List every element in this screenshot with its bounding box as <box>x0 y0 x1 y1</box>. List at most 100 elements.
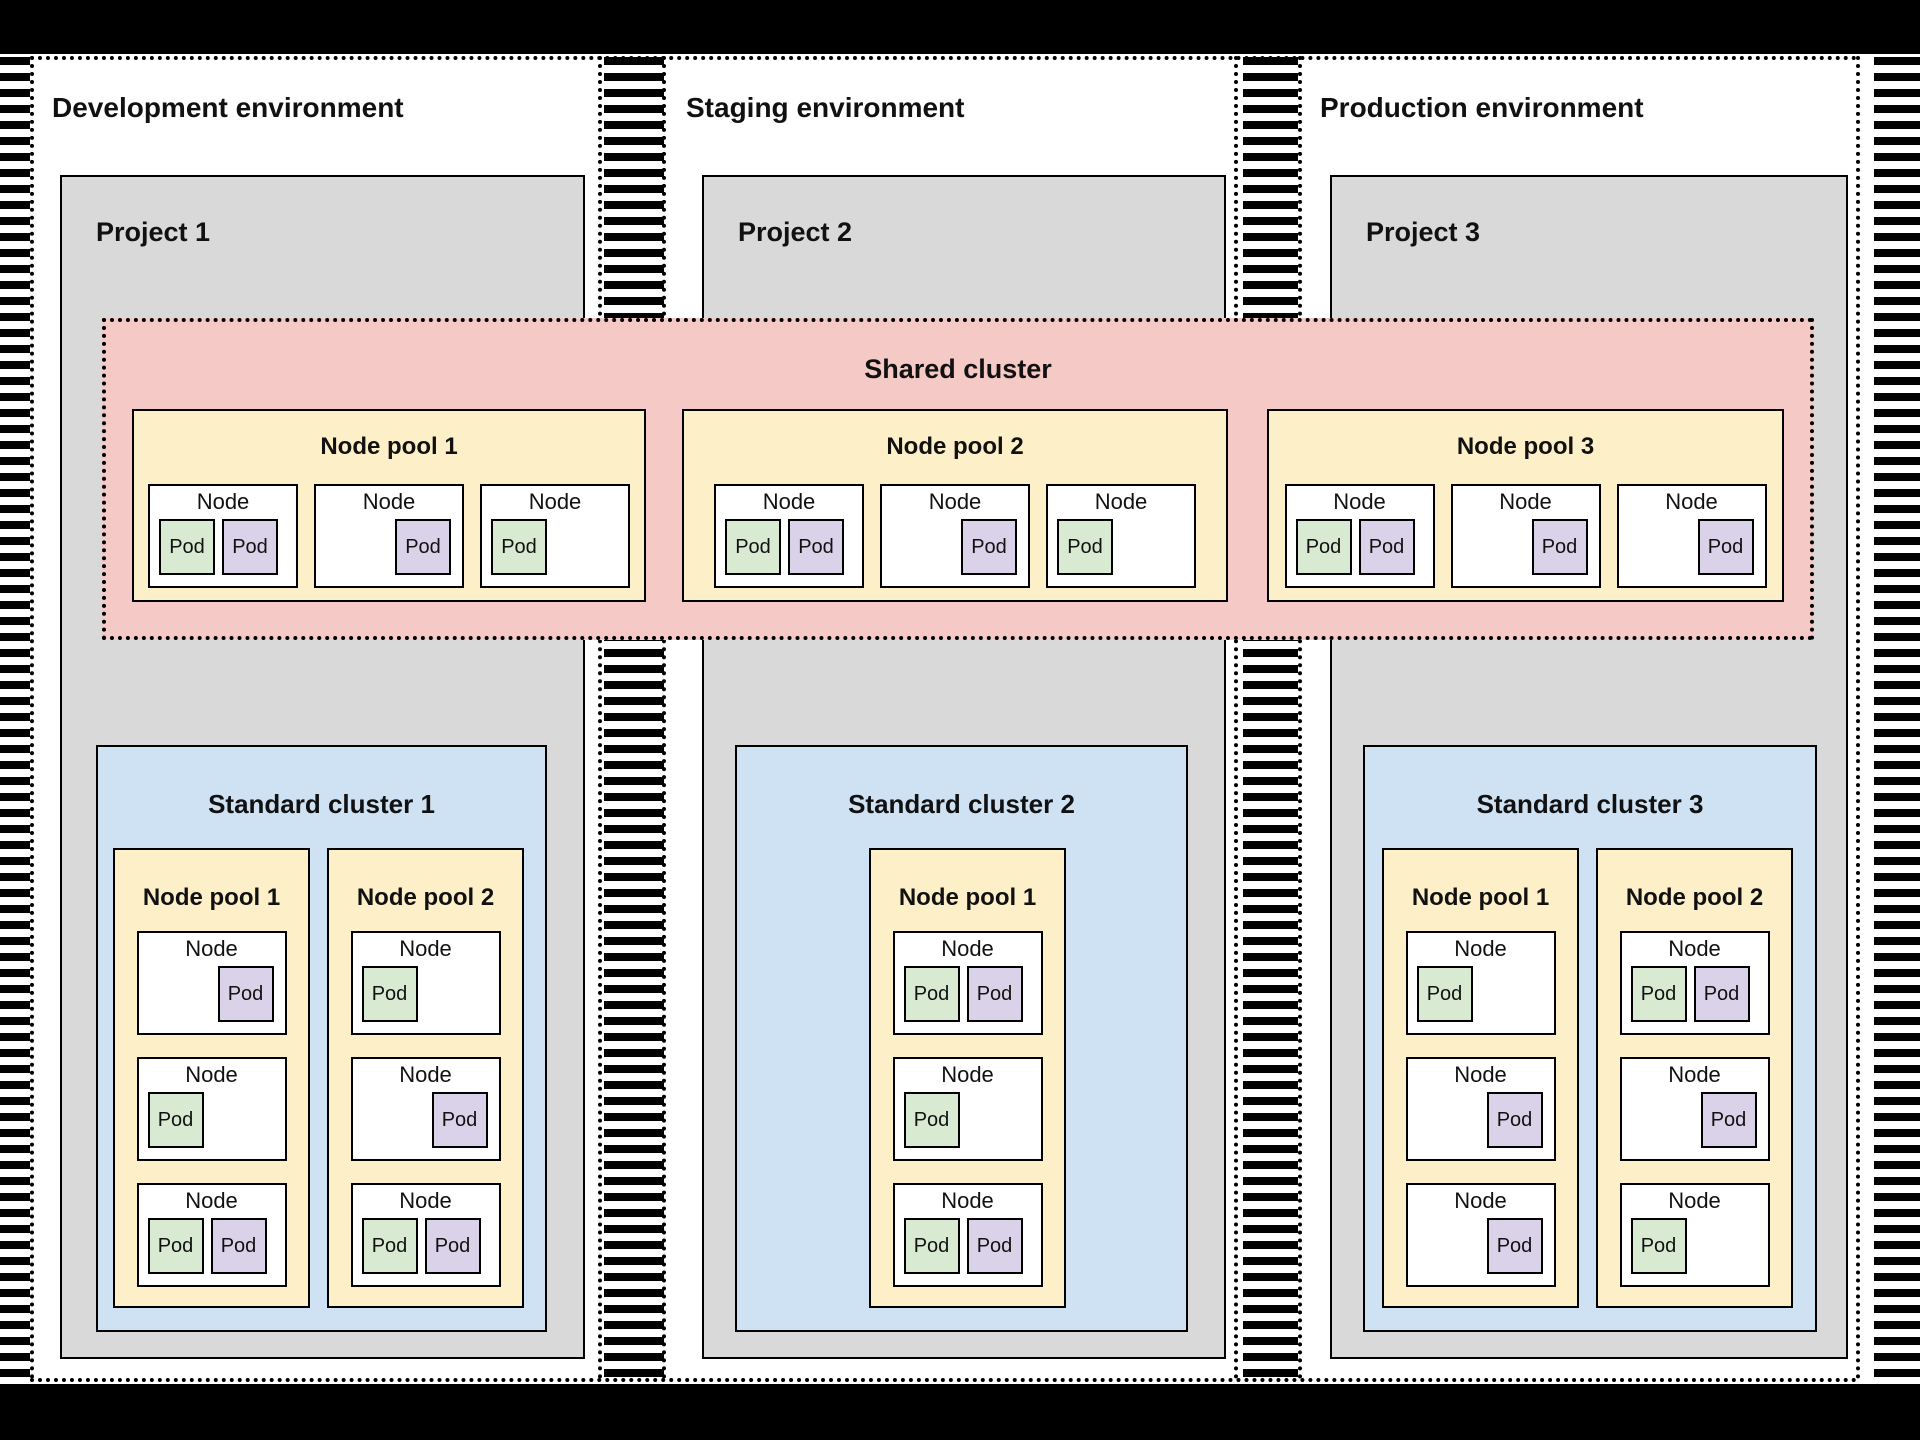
node-label: Node <box>928 489 982 514</box>
pods-row: Pod <box>1408 966 1554 1022</box>
pod-purple: Pod <box>395 519 451 575</box>
pod-green: Pod <box>147 1218 204 1274</box>
pod-purple: Pod <box>966 1218 1023 1274</box>
node-label: Node <box>185 1188 238 1213</box>
pod-green: Pod <box>1630 1218 1687 1274</box>
pods-row: Pod <box>1408 1218 1554 1274</box>
sc2-node-pool-1-title: Node pool 1 <box>898 884 1037 911</box>
pod-purple: Pod <box>1358 519 1415 575</box>
pods-row: Pod <box>895 1092 1041 1148</box>
pods-row: Pod <box>316 519 462 575</box>
standard-cluster-3-title: Standard cluster 3 <box>1476 789 1704 819</box>
pod-green: Pod <box>903 1218 960 1274</box>
pod-green: Pod <box>903 966 960 1022</box>
shared-node-pool-2-title: Node pool 2 <box>886 433 1024 460</box>
hatch-stripe-right <box>1874 57 1920 1380</box>
pod-purple: Pod <box>966 966 1023 1022</box>
env-dotted-border-bottom <box>30 1378 1858 1382</box>
pods-row: Pod <box>1622 1092 1768 1148</box>
pod-purple: Pod <box>788 519 844 575</box>
node-label: Node <box>528 489 582 514</box>
pod-green: Pod <box>491 519 547 575</box>
node-label: Node <box>1668 936 1721 961</box>
node-label: Node <box>196 489 250 514</box>
pods-row: Pod <box>1619 519 1765 575</box>
pods-row: Pod <box>882 519 1028 575</box>
hatch-stripe-dev-staging <box>604 57 664 1380</box>
env-title-development: Development environment <box>52 92 404 123</box>
env-dotted-border-prod-left <box>1298 56 1302 1380</box>
env-title-production: Production environment <box>1320 92 1644 123</box>
node-label: Node <box>1665 489 1718 514</box>
node-label: Node <box>399 1188 452 1213</box>
top-border-bar <box>0 0 1920 54</box>
node-label: Node <box>185 1062 238 1087</box>
env-dotted-border-prod-right <box>1856 56 1860 1380</box>
pods-row: Pod <box>482 519 628 575</box>
pod-purple: Pod <box>1531 519 1588 575</box>
pods-row: Pod <box>139 966 285 1022</box>
sc1-node-pool-2-title: Node pool 2 <box>356 884 495 911</box>
sc1-node-pool-1-title: Node pool 1 <box>142 884 281 911</box>
pod-green: Pod <box>903 1092 960 1148</box>
hatch-stripe-left <box>0 57 30 1380</box>
pod-green: Pod <box>725 519 781 575</box>
env-dotted-border-dev-right <box>598 56 602 1380</box>
bottom-border-bar <box>0 1384 1920 1440</box>
project-3-title: Project 3 <box>1366 217 1481 247</box>
pod-purple: Pod <box>961 519 1017 575</box>
env-title-staging: Staging environment <box>686 92 965 123</box>
node-label: Node <box>941 1062 994 1087</box>
env-dotted-border-top <box>30 56 1858 60</box>
node-label: Node <box>941 1188 994 1213</box>
standard-cluster-2-title: Standard cluster 2 <box>848 789 1075 819</box>
pods-row: Pod <box>1622 1218 1768 1274</box>
node-label: Node <box>399 1062 452 1087</box>
env-dotted-border-staging-left <box>662 56 666 1380</box>
pods-row: Pod <box>1048 519 1194 575</box>
pod-green: Pod <box>1416 966 1473 1022</box>
node-label: Node <box>1333 489 1386 514</box>
node-label: Node <box>1454 1188 1507 1213</box>
node-label: Node <box>1668 1188 1721 1213</box>
sc3-node-pool-2-title: Node pool 2 <box>1625 884 1764 911</box>
shared-node-pool-3-title: Node pool 3 <box>1456 433 1595 460</box>
pod-purple: Pod <box>1486 1218 1543 1274</box>
pods-row: Pod <box>353 966 499 1022</box>
